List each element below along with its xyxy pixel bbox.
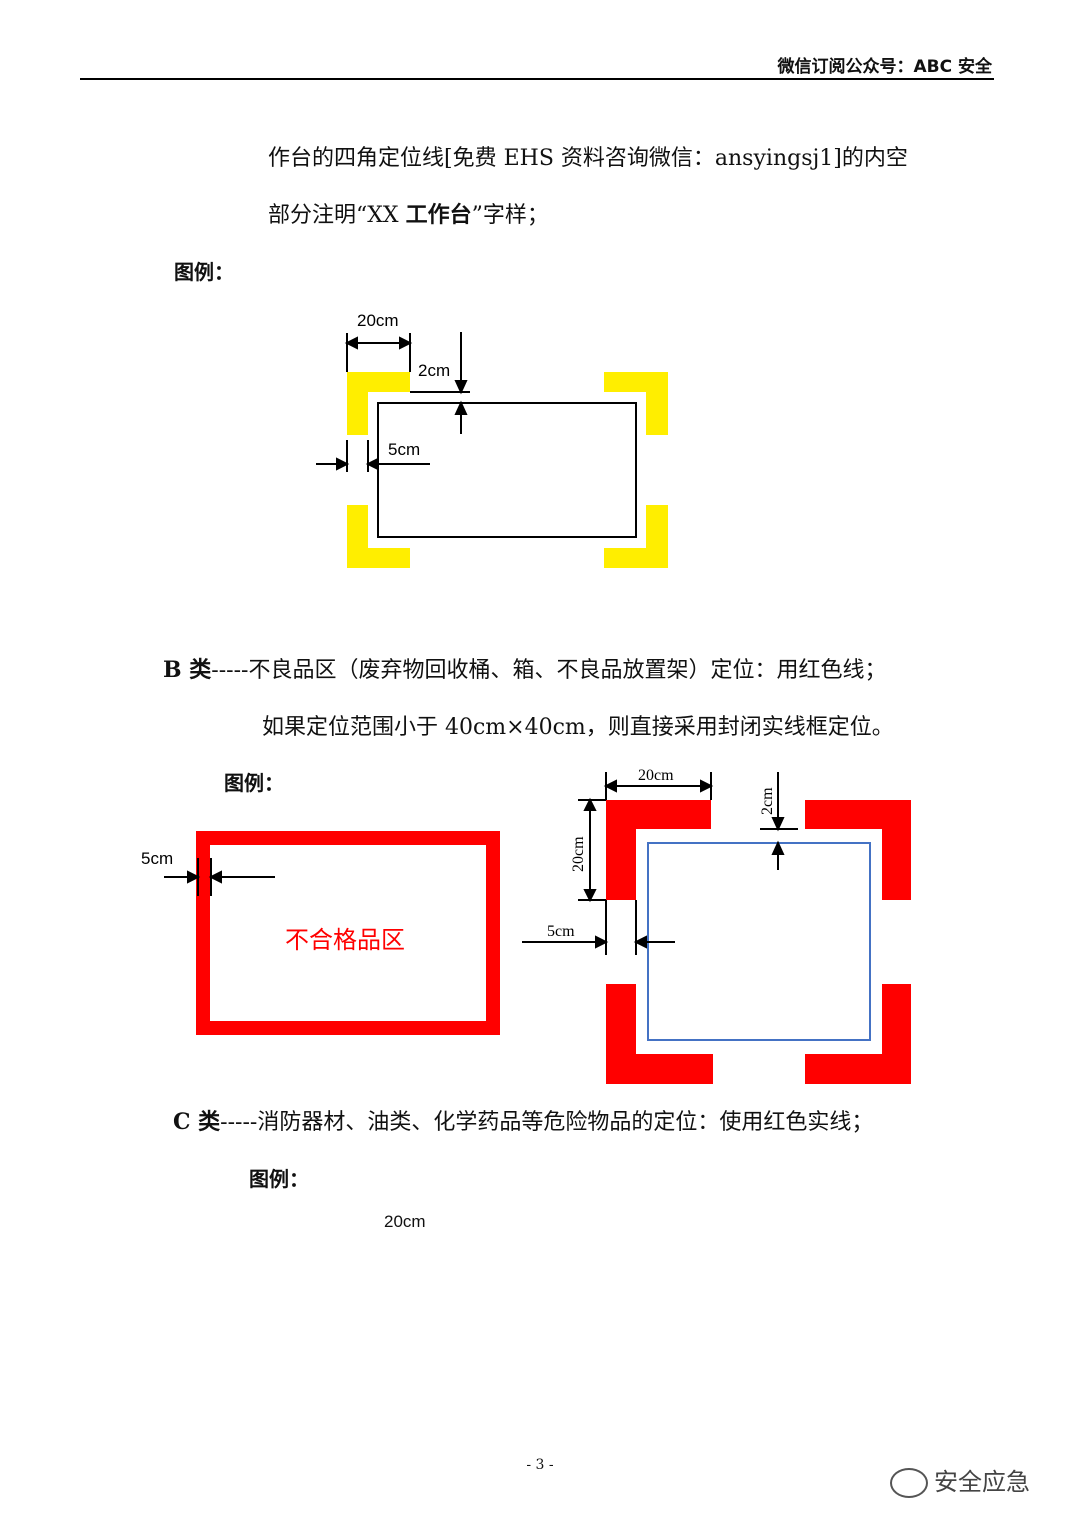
legend-label-a: 图例：	[174, 260, 234, 284]
section-c-text: 消防器材、油类、化学药品等危险物品的定位：使用红色实线；	[257, 1110, 874, 1135]
dim-label-20cm-a: 20cm	[357, 311, 399, 330]
para2-part-c: ”字样；	[471, 203, 549, 228]
header-text: 微信订阅公众号：ABC 安全	[777, 57, 992, 77]
dim-20cm-b-right	[603, 772, 714, 800]
section-c-label: C 类	[173, 1109, 221, 1135]
dim-5cm-a	[316, 440, 430, 472]
page-header: 微信订阅公众号：ABC 安全	[80, 50, 994, 80]
dim-5cm-b-right	[522, 900, 675, 955]
wechat-icon	[890, 1468, 928, 1498]
dim-5cm-b-left	[164, 858, 275, 896]
dim-20cm-a	[344, 333, 413, 372]
dim-20cm-b-vertical	[578, 797, 606, 903]
dim-label-5cm-b-left: 5cm	[141, 849, 173, 868]
legend-label-c: 图例：	[249, 1167, 309, 1191]
red-corner-bottom-left	[606, 984, 713, 1084]
page-number: - 3 -	[526, 1457, 554, 1473]
yellow-corner-bottom-left	[347, 505, 410, 568]
dim-label-2cm-b: 2cm	[759, 787, 776, 815]
blue-inner-box	[647, 842, 871, 1041]
red-corner-top-right	[805, 800, 911, 900]
para2-part-b: 工作台	[405, 203, 472, 228]
para2-part-a: 部分注明“XX	[268, 203, 406, 228]
paragraph-line-2: 部分注明“XX 工作台”字样；	[268, 197, 549, 229]
section-c-dashes: -----	[220, 1110, 258, 1135]
watermark-text: 安全应急	[934, 1468, 1030, 1496]
red-corner-bottom-right	[805, 984, 911, 1084]
dim-label-20cm-c: 20cm	[384, 1212, 426, 1231]
dim-label-20cm-b-top: 20cm	[638, 767, 674, 784]
section-b-line-1: B 类-----不良品区（废弃物回收桶、箱、不良品放置架）定位：用红色线；	[163, 652, 886, 684]
red-closed-frame	[196, 831, 500, 1035]
legend-label-b: 图例：	[224, 771, 284, 795]
dim-label-5cm-b-right: 5cm	[547, 923, 575, 940]
yellow-corner-top-right	[604, 372, 668, 435]
paragraph-line-1: 作台的四角定位线[免费 EHS 资料咨询微信：ansyingsj1]的内空	[268, 140, 908, 172]
yellow-corner-top-left	[347, 372, 410, 435]
watermark: 安全应急	[890, 1462, 1030, 1498]
yellow-corner-bottom-right	[604, 505, 668, 568]
dim-label-20cm-b-vertical: 20cm	[570, 836, 587, 872]
dim-label-2cm-a: 2cm	[418, 361, 450, 380]
para1-part-c: 的内空	[841, 146, 908, 171]
red-corner-top-left	[606, 800, 711, 900]
section-c-line: C 类-----消防器材、油类、化学药品等危险物品的定位：使用红色实线；	[173, 1104, 873, 1136]
nonconforming-area-label: 不合格品区	[285, 926, 405, 954]
dim-2cm-a	[410, 332, 470, 434]
para1-part-b: [免费 EHS 资料咨询微信：ansyingsj1]	[444, 146, 842, 171]
section-b-label: B 类	[163, 657, 212, 683]
section-b-text-1: 不良品区（废弃物回收桶、箱、不良品放置架）定位：用红色线；	[248, 658, 887, 683]
dim-label-5cm-a: 5cm	[388, 440, 420, 459]
para1-part-a: 作台的四角定位线	[268, 146, 445, 171]
dim-2cm-b	[760, 772, 798, 870]
red-corner-marks	[606, 800, 911, 1084]
yellow-corner-marks	[347, 372, 668, 568]
section-b-dashes: -----	[211, 658, 249, 683]
section-b-line-2: 如果定位范围小于 40cm×40cm，则直接采用封闭实线框定位。	[262, 715, 894, 740]
